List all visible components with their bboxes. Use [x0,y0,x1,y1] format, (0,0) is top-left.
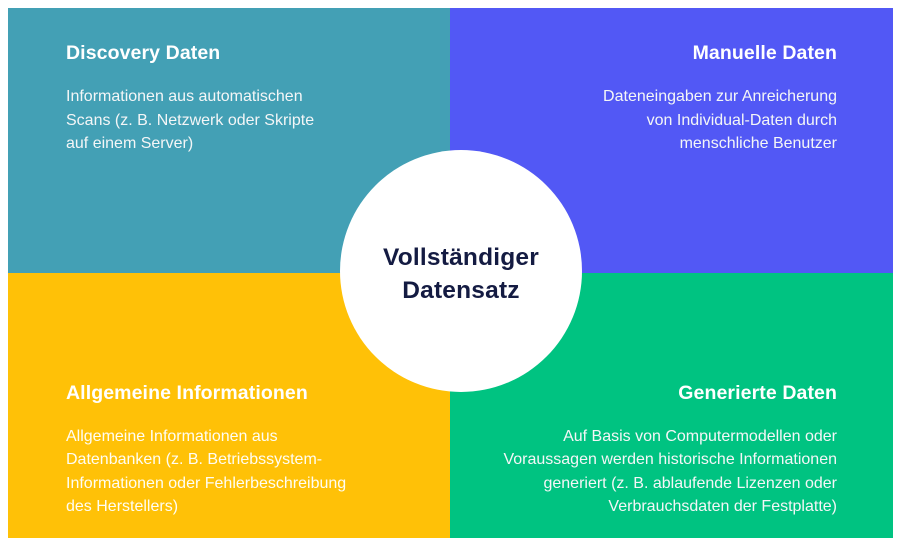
quadrant-title-generierte: Generierte Daten [678,381,837,404]
quadrant-description-allgemeine: Allgemeine Informationen aus Datenbanken… [66,428,347,515]
quadrant-description-generierte: Auf Basis von Computermodellen oder Vora… [503,428,837,515]
quadrant-title-allgemeine: Allgemeine Informationen [66,381,308,404]
quadrant-discovery-daten[interactable]: Discovery Daten Informationen aus automa… [8,8,450,273]
quadrant-text-block: Discovery Daten Informationen aus automa… [8,42,450,155]
quadrant-text-block: Generierte Daten Auf Basis von Computerm… [450,382,893,518]
quadrant-description-discovery: Informationen aus automatischen Scans (z… [66,88,315,152]
quadrant-description-manuelle: Dateneingaben zur Anreicherung von Indiv… [603,88,837,152]
center-circle[interactable]: Vollständiger Datensatz [340,150,582,392]
quadrant-generierte-daten[interactable]: Generierte Daten Auf Basis von Computerm… [450,273,893,538]
quadrant-title-manuelle: Manuelle Daten [692,42,837,64]
quadrant-title-discovery: Discovery Daten [66,42,221,64]
quadrant-text-block: Manuelle Daten Dateneingaben zur Anreich… [450,42,893,155]
quadrant-text-block: Allgemeine Informationen Allgemeine Info… [8,382,450,518]
center-circle-label: Vollständiger Datensatz [383,243,539,304]
